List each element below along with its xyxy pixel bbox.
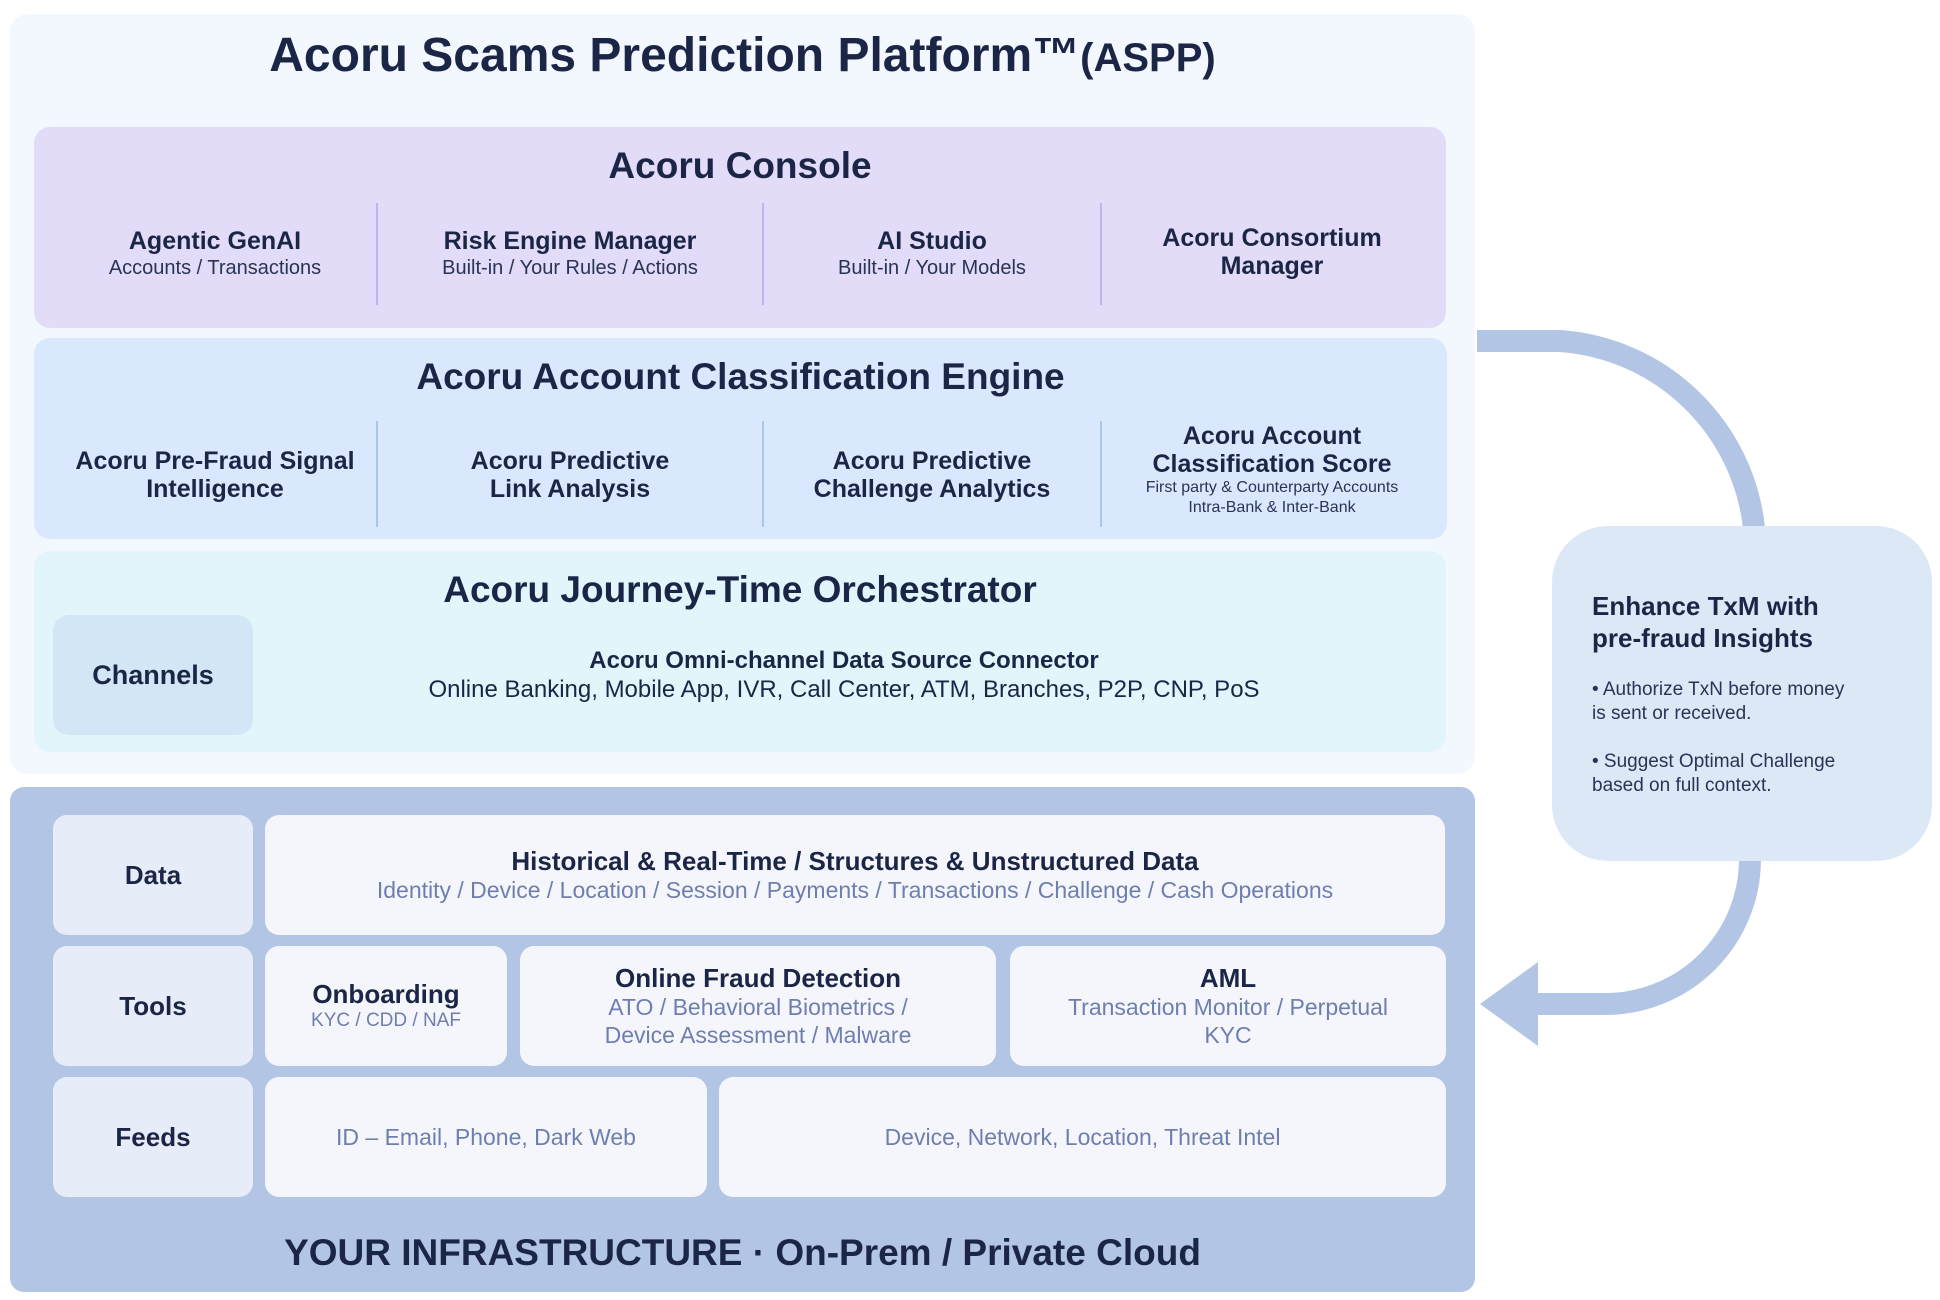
engine-item-pre-fraud-signal: Acoru Pre-Fraud Signal Intelligence	[54, 421, 376, 529]
engine-item-title-line2: Classification Score	[1152, 450, 1392, 478]
console-item-agentic-genai: Agentic GenAI Accounts / Transactions	[54, 203, 376, 305]
console-divider	[376, 203, 378, 305]
aml-card: AML Transaction Monitor / Perpetual KYC	[1010, 946, 1446, 1066]
classification-engine-title: Acoru Account Classification Engine	[416, 356, 1065, 397]
onboarding-sub: KYC / CDD / NAF	[311, 1010, 461, 1031]
device-feed-card: Device, Network, Location, Threat Intel	[719, 1077, 1446, 1197]
orchestrator-title: Acoru Journey-Time Orchestrator	[443, 569, 1037, 610]
aml-sub-line1: Transaction Monitor / Perpetual	[1067, 994, 1389, 1020]
channels-box: Channels	[53, 615, 253, 735]
id-feed-card: ID – Email, Phone, Dark Web	[265, 1077, 707, 1197]
console-item-title-line1: Acoru Consortium	[1162, 224, 1382, 252]
fraud-detection-sub-line1: ATO / Behavioral Biometrics /	[608, 994, 908, 1020]
engine-item-title-line1: Acoru Account	[1182, 422, 1362, 450]
enhance-bullet-2-line1: • Suggest Optimal Challenge	[1592, 751, 1836, 772]
engine-item-title-line2: Link Analysis	[489, 475, 651, 503]
enhance-title-line2: pre-fraud Insights	[1592, 623, 1814, 653]
engine-item-classification-score: Acoru Account Classification Score First…	[1102, 408, 1442, 532]
data-card-title: Historical & Real-Time / Structures & Un…	[511, 846, 1199, 876]
console-item-sub: Accounts / Transactions	[108, 257, 322, 279]
orchestrator-band: Acoru Journey-Time Orchestrator Acoru Om…	[34, 551, 1446, 752]
row-label-data: Data	[53, 815, 253, 935]
console-item-title: Agentic GenAI	[128, 227, 302, 255]
console-item-title: AI Studio	[877, 227, 987, 255]
enhance-callout: Enhance TxM with pre-fraud Insights • Au…	[1552, 526, 1932, 861]
enhance-bullet-1-line2: is sent or received.	[1592, 703, 1752, 724]
flow-arrow-lower-curve	[1535, 859, 1761, 1015]
page-title: Acoru Scams Prediction Platform™(ASPP)	[10, 28, 1475, 83]
engine-item-sub-line1: First party & Counterparty Accounts	[1145, 479, 1399, 496]
page-title-main: Acoru Scams Prediction Platform™	[269, 29, 1081, 82]
enhance-bullet-2-line2: based on full context.	[1592, 775, 1772, 796]
console-item-sub: Built-in / Your Models	[838, 257, 1026, 279]
console-item-sub: Built-in / Your Rules / Actions	[442, 257, 698, 279]
connector-channels: Online Banking, Mobile App, IVR, Call Ce…	[428, 676, 1260, 703]
engine-item-challenge-analytics: Acoru Predictive Challenge Analytics	[764, 421, 1100, 529]
engine-item-title-line1: Acoru Predictive	[470, 447, 670, 475]
console-item-consortium-manager: Acoru Consortium Manager	[1102, 203, 1442, 305]
engine-divider	[762, 421, 764, 527]
connector-title: Acoru Omni-channel Data Source Connector	[589, 647, 1099, 674]
aml-title: AML	[1199, 963, 1257, 993]
row-label-feeds: Feeds	[53, 1077, 253, 1197]
console-title: Acoru Console	[608, 145, 872, 186]
console-band: Acoru Console Agentic GenAI Accounts / T…	[34, 127, 1446, 328]
console-item-title: Risk Engine Manager	[443, 227, 697, 255]
console-divider	[762, 203, 764, 305]
console-item-risk-engine-manager: Risk Engine Manager Built-in / Your Rule…	[378, 203, 762, 305]
row-label-tools: Tools	[53, 946, 253, 1066]
engine-item-link-analysis: Acoru Predictive Link Analysis	[378, 421, 762, 529]
fraud-detection-sub-line2: Device Assessment / Malware	[604, 1022, 912, 1048]
flow-arrow-upper-curve	[1477, 330, 1765, 530]
enhance-bullet-1-line1: • Authorize TxN before money	[1592, 679, 1845, 700]
engine-item-title-line1: Acoru Pre-Fraud Signal	[75, 447, 355, 475]
infrastructure-footer: YOUR INFRASTRUCTURE · On-Prem / Private …	[284, 1232, 1201, 1273]
onboarding-title: Onboarding	[312, 979, 460, 1009]
engine-item-title-line1: Acoru Predictive	[832, 447, 1032, 475]
onboarding-card: Onboarding KYC / CDD / NAF	[265, 946, 507, 1066]
device-feed-text: Device, Network, Location, Threat Intel	[884, 1124, 1281, 1150]
data-card: Historical & Real-Time / Structures & Un…	[265, 815, 1445, 935]
console-divider	[1100, 203, 1102, 305]
page-title-suffix: (ASPP)	[1080, 36, 1216, 80]
engine-item-title-line2: Intelligence	[146, 475, 284, 503]
engine-divider	[1100, 421, 1102, 527]
engine-divider	[376, 421, 378, 527]
console-item-title-line2: Manager	[1220, 252, 1324, 280]
flow-arrow-head	[1480, 962, 1538, 1046]
data-card-sub: Identity / Device / Location / Session /…	[376, 877, 1334, 903]
console-item-ai-studio: AI Studio Built-in / Your Models	[764, 203, 1100, 305]
engine-item-title-line2: Challenge Analytics	[813, 475, 1051, 503]
enhance-title-line1: Enhance TxM with	[1592, 591, 1819, 621]
fraud-detection-card: Online Fraud Detection ATO / Behavioral …	[520, 946, 996, 1066]
engine-item-sub-line2: Intra-Bank & Inter-Bank	[1188, 499, 1356, 516]
id-feed-text: ID – Email, Phone, Dark Web	[336, 1124, 636, 1150]
fraud-detection-title: Online Fraud Detection	[614, 963, 902, 993]
omni-channel-connector: Acoru Omni-channel Data Source Connector…	[254, 641, 1434, 711]
classification-engine-band: Acoru Account Classification Engine Acor…	[34, 338, 1447, 539]
aml-sub-line2: KYC	[1204, 1022, 1252, 1048]
